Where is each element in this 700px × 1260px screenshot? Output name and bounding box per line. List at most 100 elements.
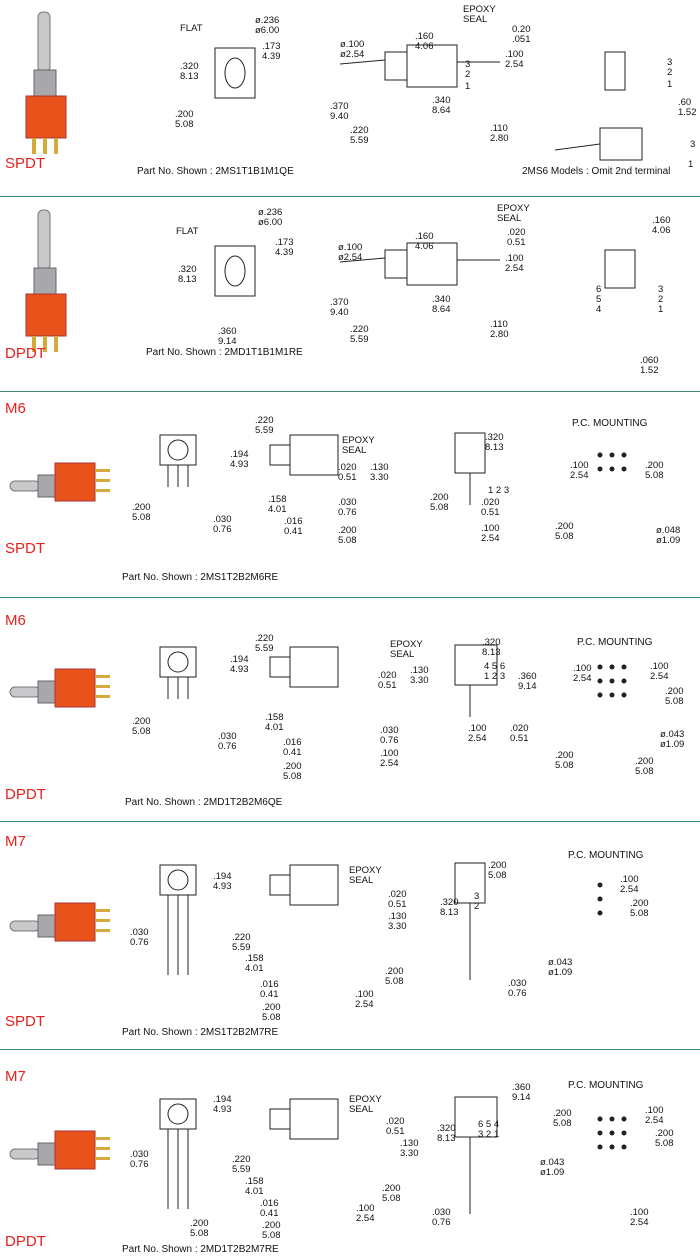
dimension-mm: 0.41 [260,989,279,1000]
pc-mounting-hole [597,910,603,916]
dimension-mm: 2.54 [620,884,639,895]
dimension-mm: ø1.09 [540,1167,565,1178]
part-number: Part No. Shown : 2MD1T1B1M1RE [146,347,303,358]
pc-mounting-hole [597,1130,603,1136]
dimension-mm: 2.54 [505,59,524,70]
switch-type-label: SPDT [5,1013,46,1030]
dimension-mm: ø1.09 [660,739,685,750]
pc-mounting-hole [621,1116,627,1122]
dimension-inch: .320 [437,1123,456,1134]
dimension-inch: .020 [481,497,500,508]
dimension-inch: .200 [555,521,574,532]
terminal-pin [32,336,36,352]
dimension-inch: 3 [667,57,673,68]
switch-body [54,1130,96,1170]
dimension-inch: EPOXY [349,865,382,876]
pc-mounting-hole [597,452,603,458]
dimension-label: 1 [667,80,672,90]
dimension-inch: .200 [382,1183,401,1194]
terminal-pin [43,336,47,352]
toggle-lever [9,686,41,698]
dimension-mm: 2.54 [355,999,374,1010]
dimension-mm: 2.54 [468,733,487,744]
terminal-view [604,51,626,91]
dimension-mm: 4.93 [213,1104,232,1115]
bottom-view-lever [554,143,601,151]
dimension-mm: 5.08 [190,1228,209,1239]
dimension-mm: 8.13 [180,71,199,82]
bushing-outline [224,255,246,287]
pc-mounting-hole [609,1144,615,1150]
dimension-mm: 0.51 [507,237,526,248]
dimension-inch: ø.236 [258,207,283,218]
dimension-inch: .360 [518,671,537,682]
pc-mounting-hole [597,466,603,472]
dimension-inch: 6 5 4 [478,1119,500,1130]
pc-mounting-hole [597,692,603,698]
dimension-mm: 8.64 [432,304,451,315]
section-divider [0,597,700,598]
dimension-inch: .130 [400,1138,419,1149]
dimension-mm: 8.13 [178,274,197,285]
dimension-mm: 4.01 [268,504,287,515]
dimension-inch: 0.20 [512,24,531,35]
dimension-inch: .158 [245,953,264,964]
dimension-inch: 1 [688,159,694,170]
dimension-mm: 2.54 [481,533,500,544]
dimension-mm: 0.76 [508,988,527,999]
dimension-mm: 5.08 [338,535,357,546]
dimension-mm: 5.08 [553,1118,572,1129]
terminal-view [604,249,636,289]
threaded-bushing [33,69,57,97]
dimension-mm: .051 [512,34,531,45]
dimension-label: FLAT [180,24,203,34]
dimension-mm: 3.30 [410,675,429,686]
dimension-mm: 4.93 [213,881,232,892]
side-view-bushing [269,1108,291,1130]
pc-mounting-hole [621,664,627,670]
dimension-inch: .200 [555,750,574,761]
side-view-body [289,1098,339,1140]
dimension-mm: 2.54 [573,673,592,684]
dimension-label: 1 [658,305,663,315]
dimension-mm: 4.39 [262,51,281,62]
dimension-mm: 0.51 [510,733,529,744]
pc-mounting-hole [609,692,615,698]
pc-mounting-hole [597,664,603,670]
dimension-inch: .220 [232,932,251,943]
terminal-pin [96,695,110,698]
dimension-inch: ø.043 [540,1157,565,1168]
pc-mounting-hole [597,896,603,902]
dimension-inch: .200 [262,1002,281,1013]
dimension-inch: ø.236 [255,15,280,26]
dimension-inch: .194 [230,449,249,460]
dimension-mm: SEAL [349,1104,374,1115]
dimension-label: 3 [690,140,695,150]
dimension-mm: 0.76 [213,524,232,535]
dimension-inch: .200 [553,1108,572,1119]
dimension-mm: SEAL [349,875,374,886]
